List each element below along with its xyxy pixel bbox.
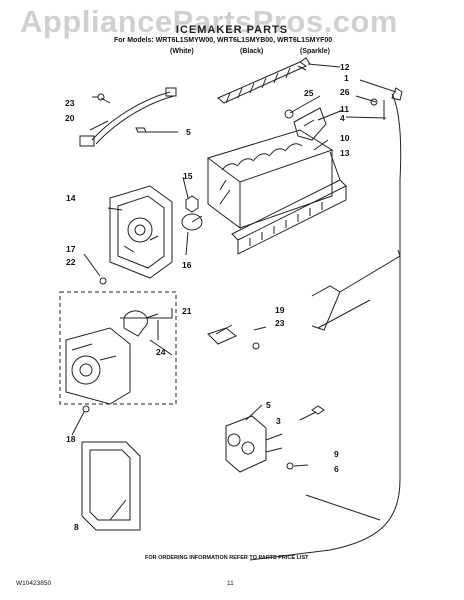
callout-21: 21 (182, 306, 192, 316)
part-screw-26 (370, 98, 378, 106)
part-water-valve (225, 415, 283, 473)
callout-23-top: 23 (65, 98, 75, 108)
callout-6: 6 (334, 464, 339, 474)
callout-8: 8 (74, 522, 79, 532)
callout-15: 15 (183, 171, 193, 181)
callout-14: 14 (66, 193, 76, 203)
variant-black: (Black) (240, 48, 264, 55)
part-16-knob (181, 213, 203, 231)
part-24-motor (123, 310, 159, 340)
part-control-module (65, 327, 131, 405)
part-screw-22 (99, 277, 107, 285)
watermark: AppliancePartsPros.com (20, 4, 398, 39)
callout-25: 25 (304, 88, 314, 98)
part-bracket-11 (293, 107, 327, 141)
module-assembly-box (59, 291, 177, 405)
part-19-fill-tube (311, 249, 401, 331)
callout-22: 22 (66, 257, 76, 267)
part-water-tube (249, 93, 402, 561)
callout-12: 12 (340, 62, 350, 72)
part-1-fitting (391, 87, 403, 101)
callout-13: 13 (340, 148, 350, 158)
callout-5-top: 5 (186, 127, 191, 137)
model-list: For Models: WRT6L1SMYW00, WRT6L1SMYB00, … (114, 37, 333, 44)
callout-11: 11 (340, 104, 349, 114)
part-icemaker-mold (206, 129, 334, 229)
callout-1: 1 (344, 73, 349, 83)
part-screw-9 (286, 462, 294, 470)
part-ice-stripper (231, 179, 347, 255)
callout-19: 19 (275, 305, 285, 315)
ordering-note: FOR ORDERING INFORMATION REFER TO PARTS … (145, 555, 309, 561)
callout-9: 9 (334, 449, 339, 459)
part-25 (284, 109, 294, 119)
callout-23-mid: 23 (275, 318, 285, 328)
part-21 (207, 327, 237, 345)
variant-sparkle: (Sparkle) (300, 48, 330, 55)
callout-16: 16 (182, 260, 192, 270)
diagram-title: ICEMAKER PARTS (175, 24, 289, 36)
part-wire-harness (79, 87, 177, 147)
part-screw-18 (82, 405, 90, 413)
callout-5-valve: 5 (266, 400, 271, 410)
callout-17: 17 (66, 244, 76, 254)
page-number: 11 (227, 580, 234, 587)
callout-20: 20 (65, 113, 75, 123)
part-screw-23 (252, 342, 260, 350)
callout-3: 3 (276, 416, 281, 426)
part-15 (185, 195, 199, 213)
variant-white: (White) (170, 48, 194, 55)
callout-4: 4 (340, 113, 345, 123)
part-8-bin (81, 441, 141, 531)
callout-18: 18 (66, 434, 76, 444)
part-ejector-top (217, 57, 311, 104)
callout-10: 10 (340, 133, 350, 143)
part-3-clip (311, 405, 325, 415)
part-control-housing (109, 185, 173, 279)
callout-24: 24 (156, 347, 166, 357)
callout-26: 26 (340, 87, 350, 97)
document-number: W10423850 (16, 580, 52, 587)
